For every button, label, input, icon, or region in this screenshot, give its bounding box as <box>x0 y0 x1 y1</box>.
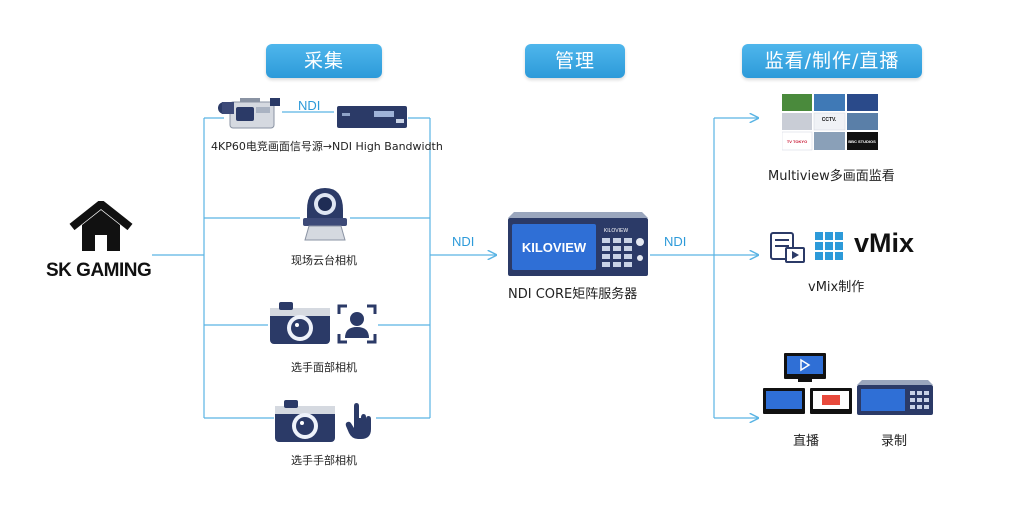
tile-tvtokyo: TV TOKYO <box>787 139 807 144</box>
capture-label-4: 选手手部相机 <box>291 454 357 467</box>
hand-pointer-icon <box>344 402 374 444</box>
capture-label-3: 选手面部相机 <box>291 361 357 374</box>
output-label-3: 直播 <box>793 434 820 449</box>
header-capture: 采集 <box>266 44 382 78</box>
tile-cctv: CCTV. <box>822 117 837 123</box>
photo-camera-icon-2 <box>274 398 336 448</box>
core-label: NDI CORE矩阵服务器 <box>508 287 638 302</box>
header-monitor: 监看/制作/直播 <box>742 44 922 78</box>
core-out-label: NDI <box>664 234 687 249</box>
capture-label-2: 现场云台相机 <box>291 254 357 267</box>
capture-label-1: 4KP60电竞画面信号源→NDI High Bandwidth <box>211 140 443 153</box>
capture-ndi-label: NDI <box>298 98 321 113</box>
core-screen-brand: KILOVIEW <box>522 240 587 255</box>
camcorder-icon <box>216 96 286 136</box>
multiview-grid-icon: CCTV. TV TOKYO BBC STUDIOS <box>781 94 880 156</box>
core-in-label: NDI <box>452 234 475 249</box>
header-manage: 管理 <box>525 44 625 78</box>
face-scan-icon <box>337 304 377 348</box>
vmix-logo-text: vMix <box>854 228 915 258</box>
house-icon <box>68 198 134 257</box>
ptz-camera-icon <box>299 184 351 248</box>
monitor-icon <box>762 352 854 422</box>
tile-bbc: BBC STUDIOS <box>848 139 876 144</box>
encoder-box-icon <box>336 105 408 135</box>
photo-camera-icon <box>269 300 331 350</box>
source-name: SK GAMING <box>46 260 152 281</box>
output-label-1: Multiview多画面监看 <box>768 169 895 184</box>
core-panel-brand: KILOVIEW <box>604 228 628 234</box>
output-label-2: vMix制作 <box>808 280 865 295</box>
output-label-4: 录制 <box>881 434 908 449</box>
recorder-icon <box>856 378 934 420</box>
server-icon: KILOVIEW KILOVIEW <box>506 210 650 282</box>
vmix-logo-icon <box>770 230 850 270</box>
